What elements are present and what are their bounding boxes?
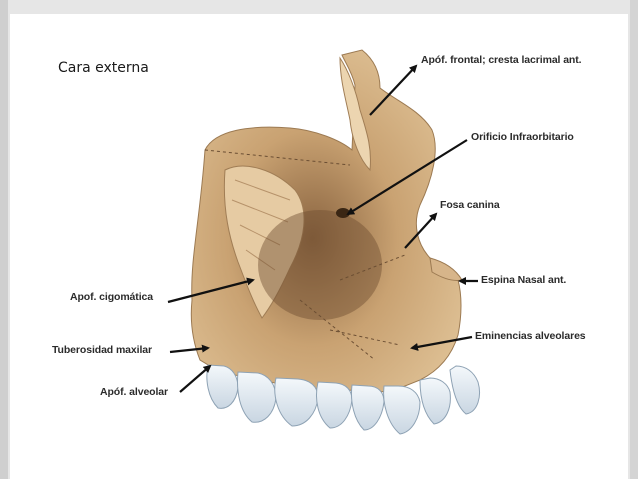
arrow-tuberosidad-maxilar (169, 344, 210, 354)
tooth (206, 364, 239, 409)
tooth (274, 377, 319, 427)
slide-title: Cara externa (58, 60, 149, 76)
label-apof-frontal: Apóf. frontal; cresta lacrimal ant. (421, 54, 582, 66)
tooth (316, 381, 353, 429)
label-tuberosidad-maxilar: Tuberosidad maxilar (52, 344, 153, 356)
canine-fossa-shadow (258, 210, 382, 320)
label-eminencias-alveolares: Eminencias alveolares (475, 330, 586, 342)
frontal-process-shape (339, 56, 371, 172)
label-apof-cigomatica: Apof. cigomática (70, 291, 153, 303)
label-orificio-infraorbitario: Orificio Infraorbitario (471, 131, 574, 143)
arrow-apof-alveolar (179, 364, 212, 393)
tooth (449, 365, 480, 415)
tooth (351, 384, 385, 431)
arrow-fosa-canina (404, 212, 438, 249)
zygomatic-process-shape (223, 165, 305, 319)
teeth-row (206, 364, 480, 435)
label-fosa-canina: Fosa canina (440, 199, 500, 211)
arrow-orificio-infraorbitario (346, 139, 468, 216)
tooth (383, 385, 421, 435)
right-frame-edge (630, 0, 638, 479)
tooth (237, 371, 277, 423)
arrow-eminencias-alveolares (410, 335, 473, 351)
left-frame-edge (0, 0, 8, 479)
arrow-apof-frontal (369, 64, 418, 116)
arrow-apof-cigomatica (167, 277, 255, 304)
label-apof-alveolar: Apóf. alveolar (100, 386, 169, 398)
label-espina-nasal: Espina Nasal ant. (481, 274, 567, 286)
tooth (419, 377, 451, 425)
